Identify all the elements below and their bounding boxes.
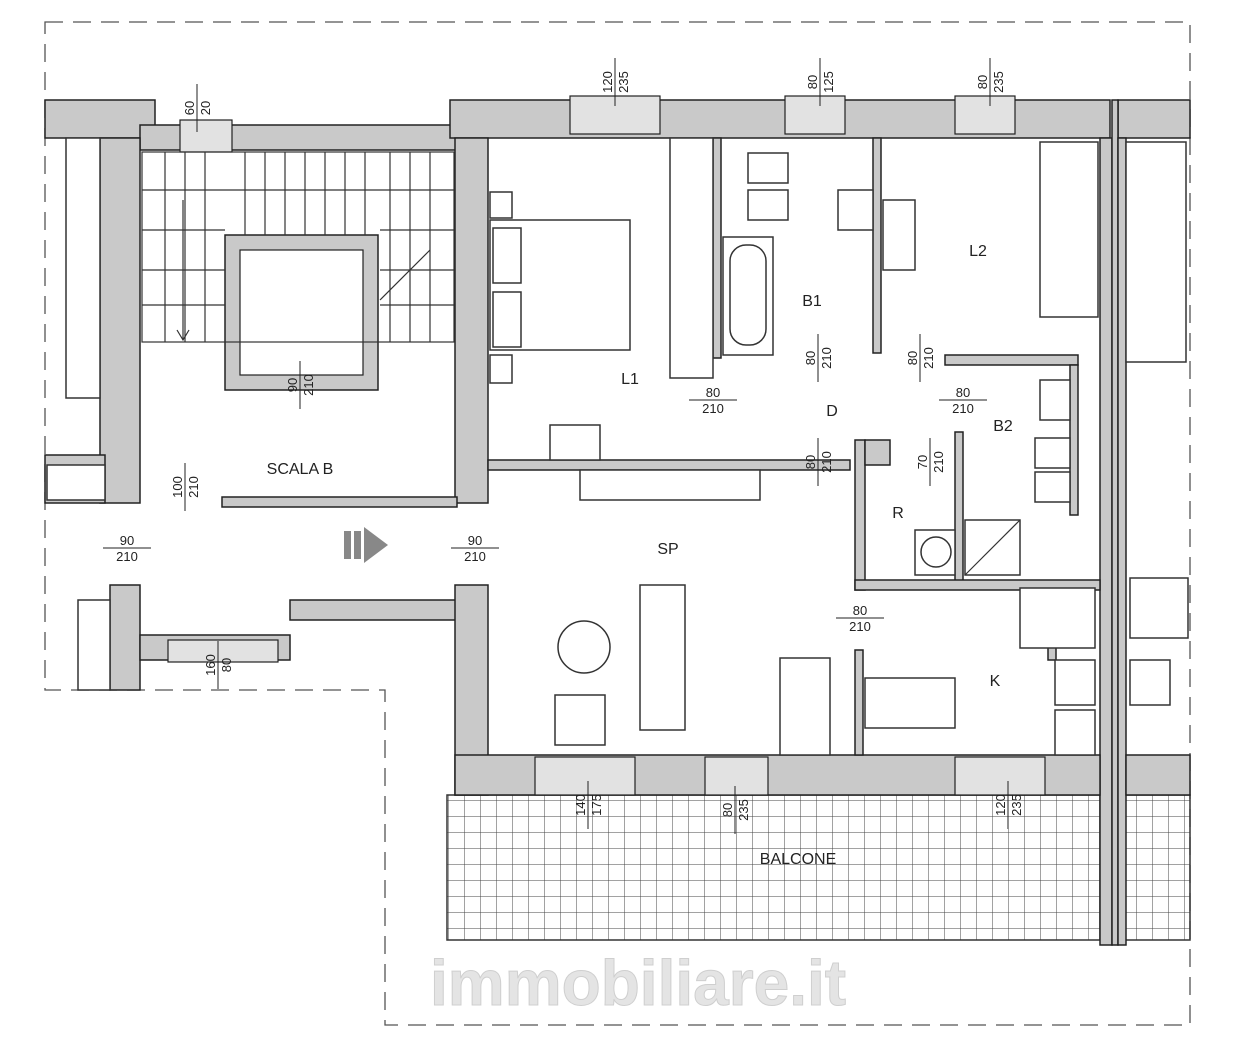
dimension-height: 210 (301, 374, 316, 396)
dimension-height: 210 (186, 476, 201, 498)
dimension-width: 70 (915, 455, 930, 469)
dimension-width: 80 (956, 385, 970, 400)
watermark: immobiliare.it (430, 947, 846, 1019)
dimension-height: 20 (198, 101, 213, 115)
dimension-height: 235 (616, 71, 631, 93)
dimension-height: 210 (116, 549, 138, 564)
dimension-width: 80 (805, 75, 820, 89)
room-label-k: K (990, 673, 1001, 690)
stairs (141, 151, 455, 343)
dimension-width: 90 (285, 378, 300, 392)
room-label-b2: B2 (993, 418, 1013, 435)
dimension-width: 80 (803, 455, 818, 469)
dimension-width: 100 (170, 476, 185, 498)
room-label-b1: B1 (802, 293, 822, 310)
dimension-height: 210 (849, 619, 871, 634)
room-label-balcony: BALCONE (760, 851, 836, 868)
dimension-height: 210 (819, 451, 834, 473)
dimension-height: 210 (819, 347, 834, 369)
room-labels: SCALA B L1 L2 B1 D B2 R SP K BALCONE (267, 243, 1013, 868)
dimension-height: 210 (931, 451, 946, 473)
room-label-l1: L1 (621, 371, 639, 388)
balcony-floor (446, 794, 1101, 941)
dimension-width: 80 (853, 603, 867, 618)
dimension-width: 60 (182, 101, 197, 115)
dimension-height: 125 (821, 71, 836, 93)
property-boundary (44, 21, 1191, 1026)
dimension-width: 80 (803, 351, 818, 365)
dimension-height: 235 (736, 799, 751, 821)
dimension-height: 235 (991, 71, 1006, 93)
dimension-width: 80 (905, 351, 920, 365)
dimension-height: 210 (464, 549, 486, 564)
balcony-floor-neighbor (1117, 794, 1191, 941)
dimension-width: 90 (120, 533, 134, 548)
dimension-width: 120 (600, 71, 615, 93)
dimension-width: 80 (706, 385, 720, 400)
room-label-stair: SCALA B (267, 461, 334, 478)
furniture (46, 137, 1189, 756)
dimension-height: 235 (1009, 794, 1024, 816)
dimension-width: 120 (993, 794, 1008, 816)
dimension-width: 160 (203, 654, 218, 676)
dimension-height: 175 (589, 794, 604, 816)
dimension-height: 210 (921, 347, 936, 369)
room-label-d: D (826, 403, 838, 420)
dimension-width: 80 (720, 803, 735, 817)
dimension-width: 80 (975, 75, 990, 89)
dimension-height: 210 (702, 401, 724, 416)
room-label-sp: SP (657, 541, 678, 558)
dimension-height: 80 (219, 658, 234, 672)
room-label-l2: L2 (969, 243, 987, 260)
dimension-width: 90 (468, 533, 482, 548)
entrance-arrow-icon (344, 527, 388, 563)
dimension-width: 140 (573, 794, 588, 816)
room-label-r: R (892, 505, 904, 522)
dimension-height: 210 (952, 401, 974, 416)
